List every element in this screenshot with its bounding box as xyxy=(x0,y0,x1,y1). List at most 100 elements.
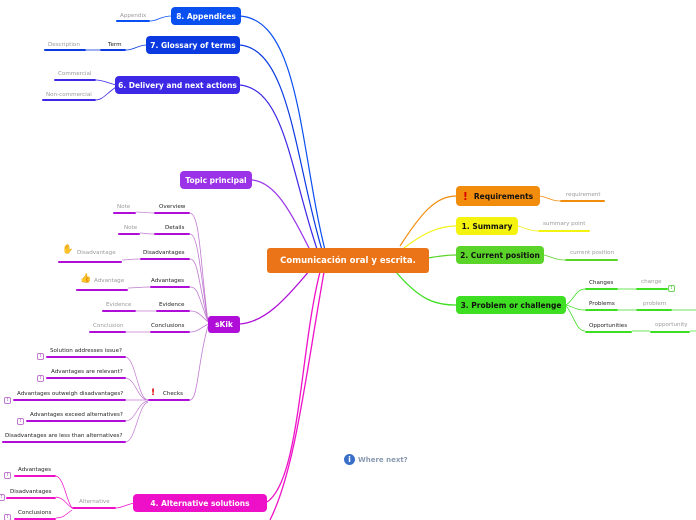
topic-problem-label: 3. Problem or challenge xyxy=(460,300,562,310)
where-next-label: Where next? xyxy=(358,455,408,464)
priority-exclamation-icon: ! xyxy=(151,388,156,398)
checkbox-icon[interactable]: ! xyxy=(37,353,44,360)
skik-overview-note[interactable]: Note xyxy=(117,204,131,210)
check-item[interactable]: Advantages exceed alternatives? xyxy=(30,412,123,418)
checkbox-icon[interactable]: ! xyxy=(4,514,11,520)
subtopic-appendix[interactable]: Appendix xyxy=(120,13,147,19)
skik-details[interactable]: Details xyxy=(165,225,185,231)
skik-overview[interactable]: Overview xyxy=(159,204,186,210)
skik-checks[interactable]: ! Checks xyxy=(151,389,183,398)
subtopic-description-line xyxy=(44,49,86,51)
topic-appendices[interactable]: 8. Appendices xyxy=(171,7,241,25)
topic-current-position-label: 2. Current position xyxy=(460,250,540,260)
central-topic[interactable]: Comunicación oral y escrita. xyxy=(267,248,429,273)
topic-principal[interactable]: Topic principal xyxy=(180,171,252,189)
check-item[interactable]: Advantages outweigh disadvantages? xyxy=(17,391,124,397)
topic-problem[interactable]: 3. Problem or challenge xyxy=(456,296,566,314)
topic-glossary-label: 7. Glossary of terms xyxy=(150,40,236,50)
skik-checks-label: Checks xyxy=(162,391,184,397)
topic-alternatives-label: 4. Alternative solutions xyxy=(150,498,250,508)
thumbs-up-icon: 👍 xyxy=(80,274,92,284)
skik-disadvantage-item-line xyxy=(58,261,122,263)
problem-opportunity-item[interactable]: opportunity xyxy=(655,322,688,328)
skik-conclusions-line xyxy=(150,331,190,333)
check-item-line xyxy=(26,420,126,422)
topic-delivery[interactable]: 6. Delivery and next actions xyxy=(115,76,240,94)
subtopic-term[interactable]: Term xyxy=(108,42,122,48)
topic-current-position[interactable]: 2. Current position xyxy=(456,246,544,264)
check-item-line xyxy=(2,441,126,443)
skik-conclusion-item-line xyxy=(89,331,126,333)
topic-glossary[interactable]: 7. Glossary of terms xyxy=(146,36,240,54)
problem-change-item[interactable]: change xyxy=(641,279,662,285)
skik-checks-line xyxy=(148,399,190,401)
skik-evidence[interactable]: Evidence xyxy=(159,302,185,308)
check-item-line xyxy=(46,377,126,379)
skik-disadvantage-item[interactable]: Disadvantage xyxy=(77,250,116,256)
skik-evidence-line xyxy=(156,310,190,312)
topic-summary[interactable]: 1. Summary xyxy=(456,217,518,235)
subtopic-requirement[interactable]: requirement xyxy=(566,192,601,198)
problem-opportunities-line xyxy=(585,331,632,333)
check-item[interactable]: Advantages are relevant? xyxy=(51,369,123,375)
skik-advantage-item-line xyxy=(76,289,128,291)
skik-conclusion-item[interactable]: Conclusion xyxy=(93,323,124,329)
subtopic-alternative[interactable]: Alternative xyxy=(79,499,110,505)
subtopic-current-position-line xyxy=(565,259,618,261)
skik-evidence-item-line xyxy=(102,310,136,312)
subtopic-summary-point[interactable]: summary point xyxy=(543,221,586,227)
subtopic-current-position[interactable]: current position xyxy=(570,250,615,256)
check-item[interactable]: Disadvantages are less than alternatives… xyxy=(5,433,123,439)
thumbs-down-icon: ✋ xyxy=(62,245,74,255)
checkbox-icon[interactable]: ! xyxy=(0,494,5,501)
checkbox-icon[interactable]: ! xyxy=(37,375,44,382)
checkbox-icon[interactable]: ! xyxy=(668,285,675,292)
checkbox-icon[interactable]: ! xyxy=(17,418,24,425)
problem-opportunities[interactable]: Opportunities xyxy=(589,323,628,329)
topic-requirements[interactable]: ! Requirements xyxy=(456,186,540,206)
problem-problem-item[interactable]: problem xyxy=(643,301,667,307)
skik-disadvantages[interactable]: Disadvantages xyxy=(143,250,185,256)
subtopic-commercial-line xyxy=(54,79,96,81)
subtopic-description[interactable]: Description xyxy=(48,42,80,48)
alternative-advantages[interactable]: Advantages xyxy=(18,467,52,473)
alternative-disadvantages-line xyxy=(6,497,56,499)
skik-advantage-item[interactable]: Advantage xyxy=(94,278,125,284)
skik-details-note[interactable]: Note xyxy=(124,225,138,231)
where-next-button[interactable]: i Where next? xyxy=(344,454,408,465)
problem-problems[interactable]: Problems xyxy=(589,301,615,307)
info-icon: i xyxy=(344,454,355,465)
problem-problems-line xyxy=(585,309,618,311)
problem-problem-item-line xyxy=(636,309,672,311)
skik-disadvantages-line xyxy=(140,258,190,260)
skik-evidence-item[interactable]: Evidence xyxy=(106,302,132,308)
problem-changes[interactable]: Changes xyxy=(589,280,614,286)
topic-skik-label: sKik xyxy=(215,320,233,329)
topic-requirements-label: Requirements xyxy=(473,191,534,201)
subtopic-requirement-line xyxy=(560,200,605,202)
topic-alternatives[interactable]: 4. Alternative solutions xyxy=(133,494,267,512)
alternative-disadvantages[interactable]: Disadvantages xyxy=(10,489,52,495)
skik-conclusions[interactable]: Conclusions xyxy=(151,323,185,329)
subtopic-non-commercial[interactable]: Non-commercial xyxy=(46,92,92,98)
topic-principal-label: Topic principal xyxy=(185,175,247,185)
subtopic-commercial[interactable]: Commercial xyxy=(58,71,92,77)
skik-advantages-line xyxy=(150,286,190,288)
alternative-conclusions[interactable]: Conclusions xyxy=(18,510,52,516)
topic-summary-label: 1. Summary xyxy=(461,221,513,231)
topic-skik[interactable]: sKik xyxy=(208,316,240,333)
checkbox-icon[interactable]: ! xyxy=(4,397,11,404)
problem-changes-line xyxy=(585,288,618,290)
skik-advantages[interactable]: Advantages xyxy=(151,278,185,284)
problem-change-item-line xyxy=(636,288,668,290)
problem-opportunity-item-line xyxy=(650,331,690,333)
skik-details-note-line xyxy=(118,233,140,235)
alternative-advantages-line xyxy=(14,475,56,477)
checkbox-icon[interactable]: ! xyxy=(4,472,11,479)
subtopic-alternative-line xyxy=(72,507,116,509)
check-item[interactable]: Solution addresses issue? xyxy=(50,348,123,354)
subtopic-summary-point-line xyxy=(538,230,590,232)
check-item-line xyxy=(13,399,126,401)
